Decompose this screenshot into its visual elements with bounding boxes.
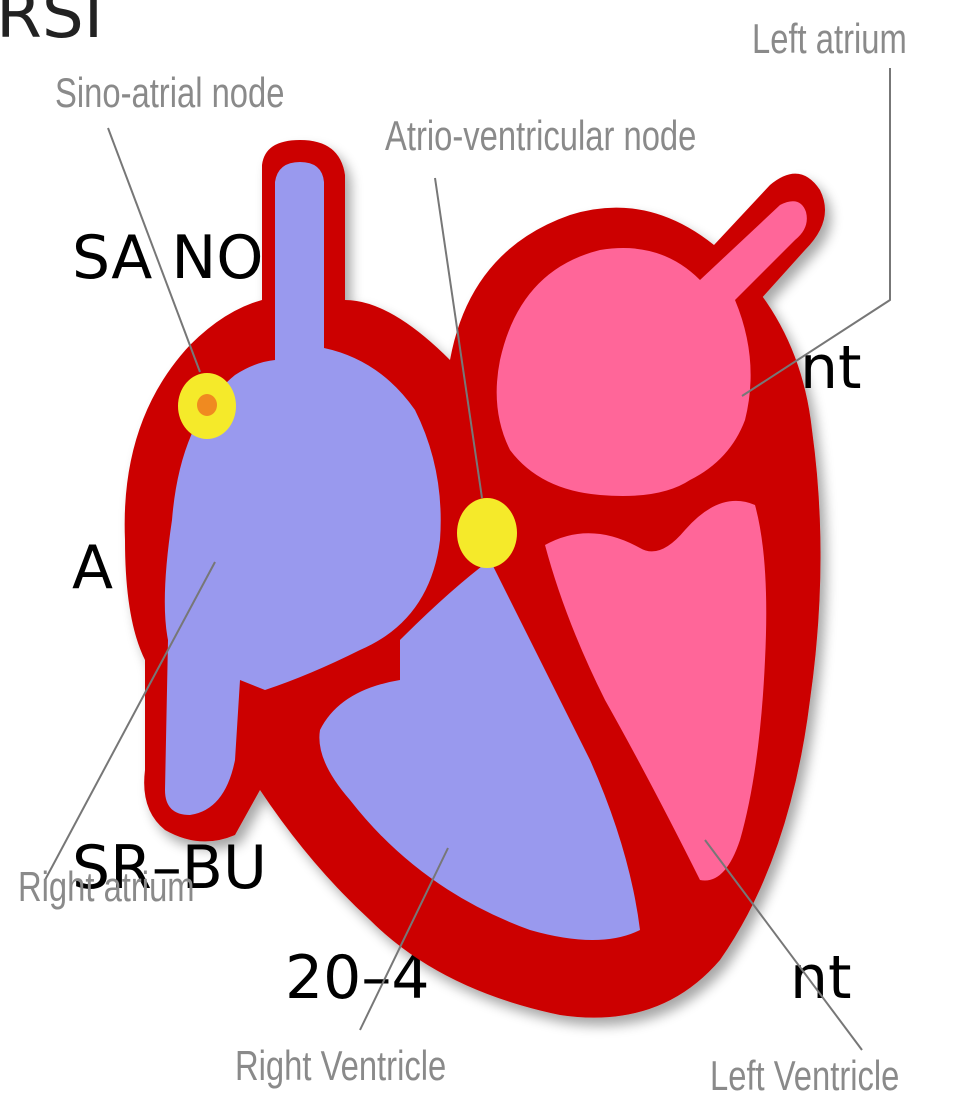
label-left-atrium: Left atrium [752, 18, 907, 60]
label-right-ventricle: Right Ventricle [235, 1045, 446, 1087]
leader-sa-node [108, 128, 200, 372]
sino-atrial-node-marker [178, 373, 236, 439]
label-left-ventricle: Left Ventricle [710, 1055, 899, 1097]
label-sino-atrial-node: Sino-atrial node [55, 72, 284, 114]
label-right-atrium: Right atrium [18, 866, 195, 908]
label-atrio-ventricular-node: Atrio-ventricular node [385, 115, 696, 157]
atrio-ventricular-node-marker [457, 498, 517, 568]
